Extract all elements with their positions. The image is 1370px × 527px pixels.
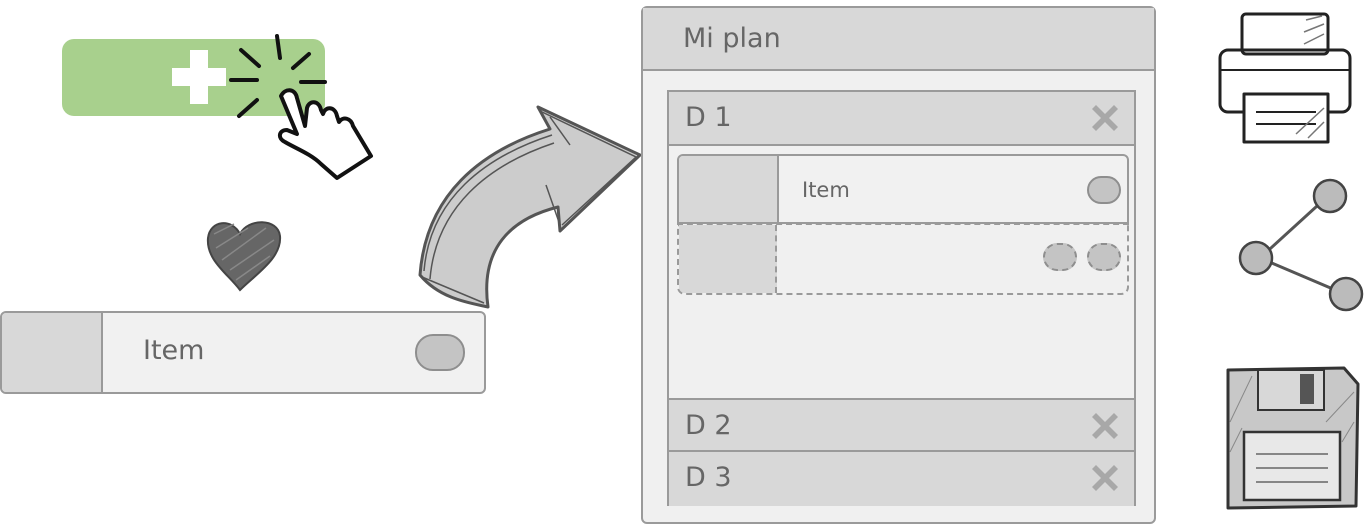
click-pointer-icon [229, 34, 373, 180]
drop-placeholder[interactable] [677, 223, 1129, 295]
plan-days: D 1 Item D 2 D 3 [667, 90, 1136, 506]
day-label: D 2 [685, 410, 732, 441]
close-icon[interactable] [1088, 409, 1122, 443]
close-icon[interactable] [1088, 461, 1122, 495]
day-header-3[interactable]: D 3 [669, 452, 1134, 506]
item-label: Item [143, 335, 205, 366]
placeholder-dot [1087, 243, 1121, 271]
drag-arrow-icon [418, 105, 642, 309]
printer-icon[interactable] [1216, 10, 1358, 146]
plan-header: Mi plan [643, 8, 1154, 71]
item-thumbnail [2, 313, 103, 392]
close-icon[interactable] [1088, 101, 1122, 135]
item-label: Item [802, 178, 850, 202]
placeholder-thumbnail [679, 225, 777, 293]
day-label: D 3 [685, 462, 732, 493]
item-thumbnail [679, 156, 779, 222]
item-toggle[interactable] [1087, 176, 1121, 204]
plan-title: Mi plan [683, 23, 781, 54]
day-header-2[interactable]: D 2 [669, 398, 1134, 452]
day-label: D 1 [685, 102, 732, 133]
share-icon[interactable] [1236, 174, 1368, 314]
plan-item[interactable]: Item [677, 154, 1129, 224]
plan-panel: Mi plan D 1 Item D 2 D 3 [641, 6, 1156, 524]
placeholder-dot [1043, 243, 1077, 271]
heart-icon [206, 221, 282, 292]
item-toggle[interactable] [415, 334, 465, 371]
draggable-item[interactable]: Item [0, 311, 486, 394]
day-header-1[interactable]: D 1 [669, 92, 1134, 146]
floppy-disk-icon[interactable] [1222, 362, 1362, 512]
